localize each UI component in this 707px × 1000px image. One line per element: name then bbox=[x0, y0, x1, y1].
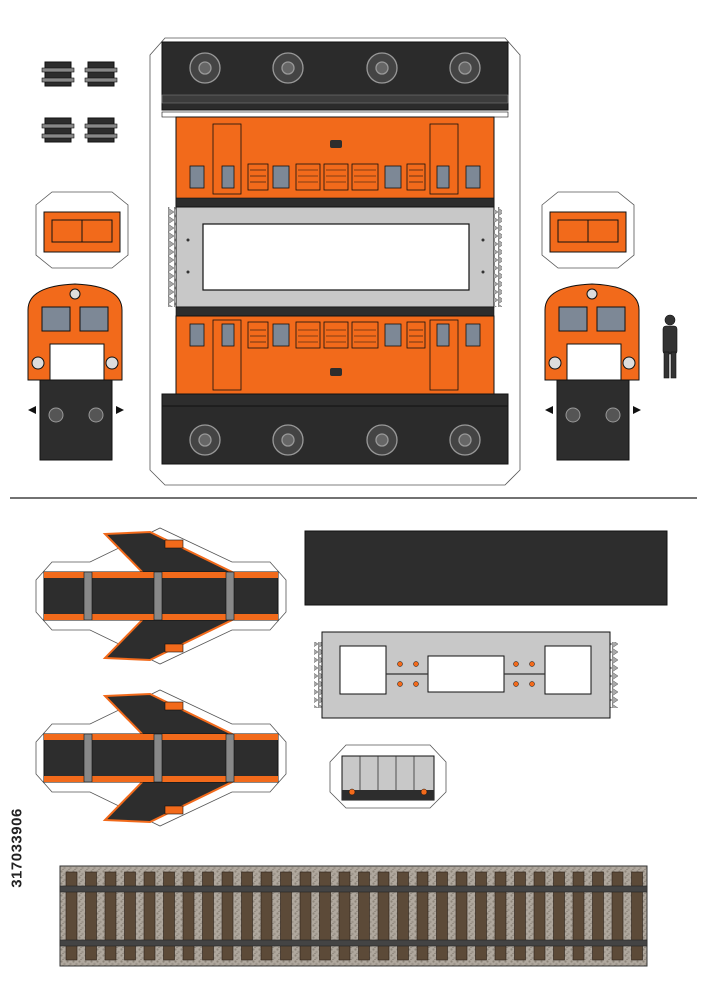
rail-sleeper bbox=[475, 871, 487, 961]
rail-sleeper bbox=[104, 871, 117, 961]
rail-sleeper bbox=[182, 871, 195, 961]
rail-sleeper bbox=[377, 871, 390, 961]
rail-sleeper bbox=[319, 871, 331, 961]
rail-sleeper bbox=[436, 871, 448, 961]
roof-end-right bbox=[541, 191, 635, 269]
rail-sleeper bbox=[65, 871, 78, 961]
rail-sleeper bbox=[260, 871, 273, 961]
rail-sleeper bbox=[163, 871, 175, 961]
main-body-net bbox=[149, 37, 521, 486]
rail-sleeper bbox=[358, 871, 370, 961]
rail-sleeper bbox=[455, 871, 468, 961]
rail-sleeper bbox=[572, 871, 585, 961]
rail-sleeper bbox=[124, 871, 136, 961]
rail-sleeper bbox=[631, 871, 643, 961]
coupler-frame-net bbox=[329, 744, 447, 809]
rail-sleeper bbox=[299, 871, 312, 961]
rail-sleeper bbox=[592, 871, 604, 961]
cab-front-right bbox=[544, 283, 641, 461]
rail-sleeper bbox=[338, 871, 351, 961]
rail-sleeper bbox=[143, 871, 156, 961]
human-scale-figure-icon bbox=[662, 314, 678, 379]
wheels-bottom bbox=[189, 424, 481, 456]
underframe-net bbox=[314, 631, 618, 719]
buffer-pieces bbox=[41, 61, 118, 143]
wheels-top bbox=[189, 52, 481, 84]
rail-track bbox=[59, 865, 648, 967]
rail-sleeper bbox=[397, 871, 409, 961]
cab-front-left bbox=[27, 283, 124, 461]
rail-sleeper bbox=[416, 871, 429, 961]
roof-end-left bbox=[35, 191, 129, 269]
rail-sleeper bbox=[85, 871, 97, 961]
rail-sleeper bbox=[611, 871, 624, 961]
stock-id-label: 317033906 bbox=[6, 765, 28, 930]
rail-sleepers bbox=[65, 871, 643, 961]
rail-sleeper bbox=[553, 871, 565, 961]
buffer-piece bbox=[41, 61, 75, 87]
rail-sleeper bbox=[514, 871, 526, 961]
rail-sleeper bbox=[241, 871, 253, 961]
rail-sleeper bbox=[533, 871, 546, 961]
stock-id-text: 317033906 bbox=[8, 807, 26, 888]
rail-sleeper bbox=[494, 871, 507, 961]
rails bbox=[59, 885, 648, 947]
frame-strip bbox=[304, 530, 668, 606]
rail-sleeper bbox=[202, 871, 214, 961]
rail-sleeper bbox=[221, 871, 234, 961]
rail-sleeper bbox=[280, 871, 292, 961]
bogie-net bbox=[35, 527, 287, 665]
